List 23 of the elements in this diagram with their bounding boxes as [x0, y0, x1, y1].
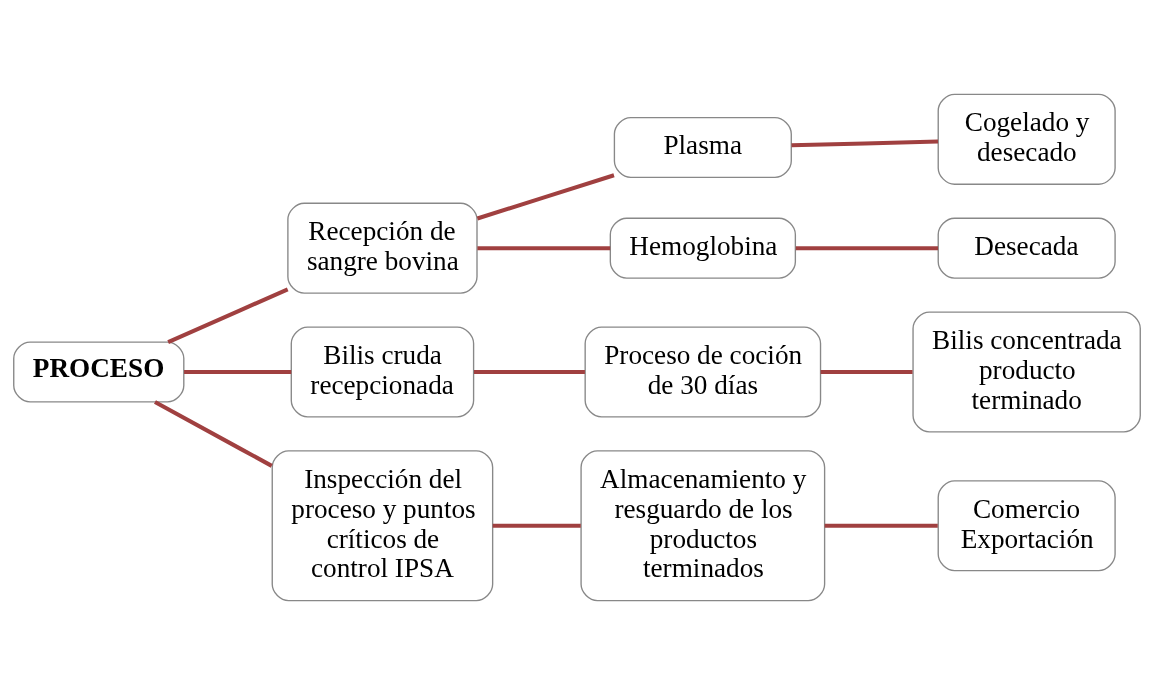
node-box: Proceso de coción de 30 días: [584, 326, 822, 418]
connector: [477, 246, 611, 251]
node-box: Desecada: [937, 217, 1116, 279]
node-box: Recepción de sangre bovina: [287, 202, 478, 294]
node-box: Comercio Exportación: [937, 480, 1116, 572]
node-box: Plasma: [613, 116, 792, 179]
node-box: Bilis cruda recepcionada: [290, 326, 475, 418]
connector: [820, 369, 913, 375]
node-box: Hemoglobina: [609, 217, 797, 279]
connector: [795, 246, 938, 251]
connector: [167, 287, 289, 344]
node-box: Almacenamiento y resguardo de los productos terminados: [580, 450, 826, 602]
connector: [154, 400, 273, 468]
connector: [824, 523, 938, 528]
connector: [184, 369, 292, 375]
node-box: PROCESO: [13, 341, 185, 403]
connector: [791, 139, 939, 148]
node-box: Bilis concentrada producto terminado: [912, 311, 1141, 433]
connector: [474, 369, 585, 375]
connector: [476, 173, 615, 221]
node-box: Inspección del proceso y puntos críticos de control IPSA: [271, 450, 494, 602]
node-box: Cogelado y desecado: [937, 93, 1116, 185]
connector: [492, 523, 581, 528]
